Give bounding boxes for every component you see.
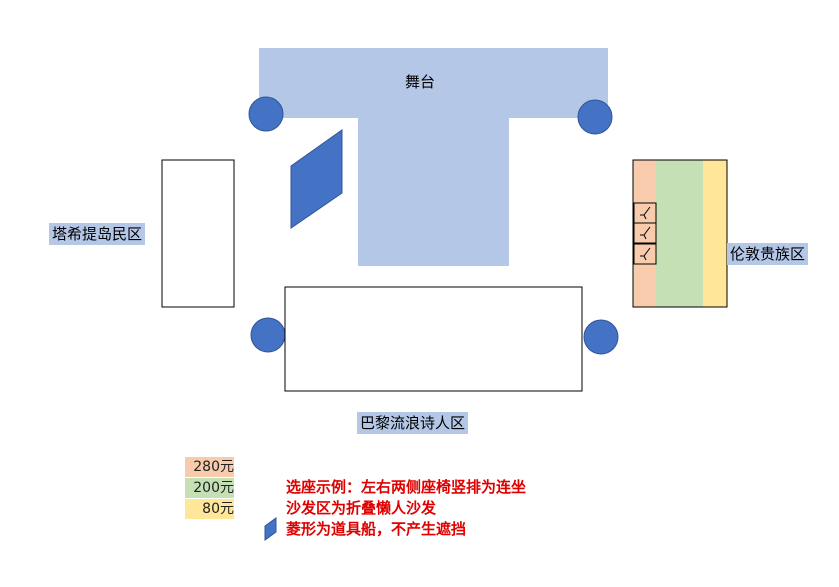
sofa-icon[interactable] [633, 222, 657, 244]
zone-label-right: 伦敦贵族区 [727, 243, 809, 265]
boat-prop-icon [290, 129, 343, 229]
band-200 [656, 160, 703, 307]
right-seating-block[interactable] [632, 159, 728, 308]
legend-boat-icon [264, 517, 277, 541]
pillar-top-left-icon [248, 96, 284, 132]
stage-area [259, 48, 608, 266]
band-80 [703, 160, 727, 307]
zone-label-bottom: 巴黎流浪诗人区 [357, 412, 469, 434]
note-sofa-area: 沙发区为折叠懒人沙发 [286, 499, 437, 517]
stage-label: 舞台 [405, 73, 436, 91]
note-boat-prop: 菱形为道具船，不产生遮挡 [286, 520, 467, 538]
left-seating-block[interactable] [161, 159, 235, 308]
pillar-top-right-icon [577, 99, 613, 135]
pillar-bottom-right-icon [583, 319, 619, 355]
bottom-seating-block[interactable] [284, 286, 583, 392]
zone-label-left: 塔希提岛民区 [49, 223, 146, 245]
legend-item-200: 200元 [185, 478, 234, 498]
pillar-bottom-left-icon [250, 317, 286, 353]
sofa-icon[interactable] [633, 243, 657, 265]
legend-item-280: 280元 [185, 457, 234, 477]
legend-item-80: 80元 [185, 499, 234, 519]
note-seat-example: 选座示例：左右两侧座椅竖排为连坐 [286, 478, 527, 496]
sofa-icon[interactable] [633, 202, 657, 224]
